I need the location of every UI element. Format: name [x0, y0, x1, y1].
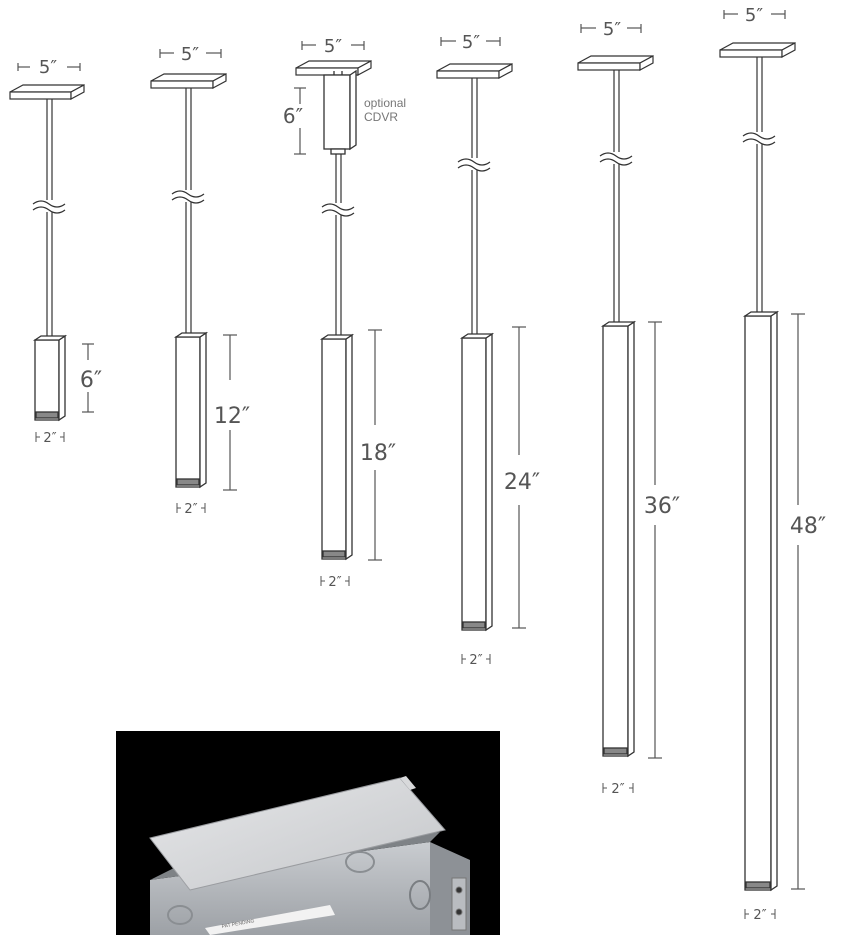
fixture-body — [600, 320, 637, 758]
fixture-24in: 5″ 24″ 2″ — [436, 32, 540, 668]
body-width-label: 2″ — [328, 575, 341, 590]
body-length-dimension — [82, 343, 94, 413]
body-length-dimension — [368, 329, 382, 561]
body-length-label: 18″ — [360, 441, 396, 466]
optional-note-line1: optional — [364, 96, 406, 110]
fixture-18in: 5″ 6″ optional CDVR — [283, 36, 406, 590]
canopy-width-dimension — [301, 41, 365, 50]
suspension-cable — [32, 99, 66, 340]
body-width-dimension — [744, 909, 776, 919]
canopy-width-dimension — [723, 10, 786, 19]
canopy-width-dimension — [440, 37, 501, 46]
fixture-body — [173, 331, 209, 489]
suspension-cable — [457, 78, 491, 338]
canopy — [436, 62, 513, 80]
fixture-6in: 5″ 6″ 2″ — [9, 57, 102, 446]
fixture-body — [459, 332, 495, 632]
canopy-width-dimension — [580, 24, 642, 33]
cover-height-dimension — [294, 87, 306, 155]
fixture-body — [742, 310, 780, 892]
body-width-dimension — [35, 432, 65, 442]
body-width-label: 2″ — [43, 431, 56, 446]
canopy — [150, 72, 227, 90]
fixture-body — [32, 334, 68, 422]
body-length-label: 48″ — [790, 514, 826, 539]
canopy-width-label: 5″ — [181, 44, 199, 65]
body-length-dimension — [648, 321, 662, 759]
canopy — [577, 54, 654, 72]
body-width-dimension — [320, 576, 350, 586]
canopy-width-label: 5″ — [324, 36, 342, 57]
body-length-dimension — [223, 334, 237, 491]
box-label-text: PAT PENDING — [221, 918, 255, 930]
body-length-label: 6″ — [80, 368, 102, 393]
body-length-dimension — [512, 326, 526, 629]
fixture-36in: 5″ 36″ 2″ — [577, 19, 680, 797]
box-lid — [149, 776, 446, 893]
suspension-cable — [321, 154, 355, 339]
fixture-48in: 5″ 48″ 2″ — [719, 5, 826, 923]
body-length-label: 24″ — [504, 470, 540, 495]
mounting-bracket — [451, 877, 467, 931]
body-width-label: 2″ — [469, 653, 482, 668]
body-width-label: 2″ — [611, 782, 624, 797]
body-length-label: 12″ — [214, 404, 250, 429]
canopy-width-label: 5″ — [745, 5, 763, 26]
suspension-cable — [171, 88, 205, 337]
junction-box-photo: PAT PENDING — [116, 731, 500, 935]
body-length-dimension — [791, 313, 805, 890]
body-length-label: 36″ — [644, 494, 680, 519]
body-width-label: 2″ — [184, 502, 197, 517]
body-width-dimension — [602, 783, 634, 793]
body-width-dimension — [176, 503, 206, 513]
canopy-width-label: 5″ — [462, 32, 480, 53]
canopy — [719, 41, 796, 59]
canopy-width-label: 5″ — [39, 57, 57, 78]
fixture-body — [319, 333, 355, 561]
cover-height-label: 6″ — [283, 104, 303, 128]
suspension-cable — [742, 57, 776, 316]
canopy-width-dimension — [17, 63, 81, 71]
canopy-width-label: 5″ — [603, 19, 621, 40]
body-width-dimension — [461, 654, 491, 664]
canopy-width-dimension — [159, 49, 222, 58]
canopy — [9, 83, 85, 101]
suspension-cable — [599, 70, 633, 326]
optional-cover-box — [323, 69, 357, 155]
body-width-label: 2″ — [753, 908, 766, 923]
fixture-12in: 5″ 12″ 2″ — [150, 44, 250, 517]
optional-note-line2: CDVR — [364, 110, 398, 124]
